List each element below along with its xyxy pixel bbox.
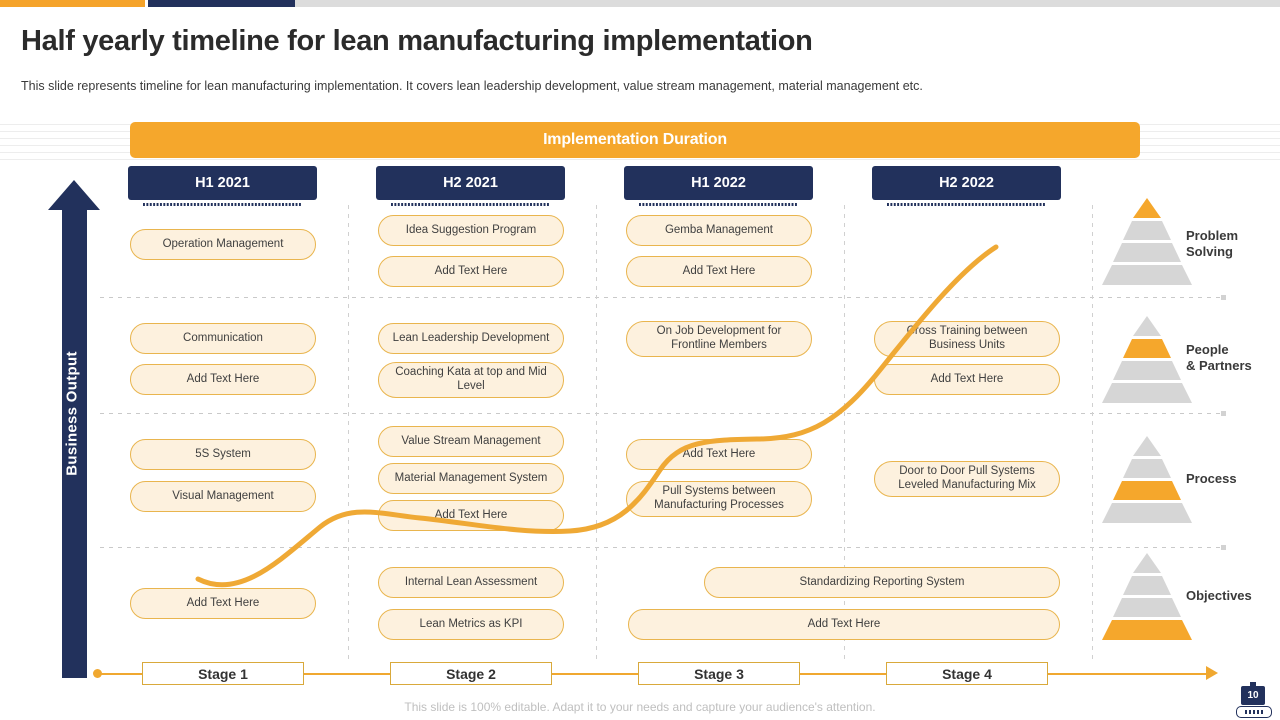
pyramid-label-problem-solving: Problem Solving (1186, 228, 1238, 260)
period-underline-h2-2021 (391, 203, 550, 206)
arrow-head-icon (48, 180, 100, 210)
task-pill[interactable]: Value Stream Management (378, 426, 564, 457)
period-header-label: H2 2022 (939, 175, 994, 191)
task-pill[interactable]: Gemba Management (626, 215, 812, 246)
task-pill[interactable]: Add Text Here (130, 364, 316, 395)
task-pill[interactable]: Operation Management (130, 229, 316, 260)
period-underline-h1-2022 (639, 203, 798, 206)
row-divider-2 (100, 411, 1226, 416)
top-accent-bars (0, 0, 1280, 7)
period-underline-h1-2021 (143, 203, 302, 206)
task-pill[interactable]: Idea Suggestion Program (378, 215, 564, 246)
pyramid-label-line2: & Partners (1186, 357, 1252, 373)
task-pill[interactable]: Lean Metrics as KPI (378, 609, 564, 640)
column-divider-4 (1092, 205, 1093, 660)
accent-bar-orange (0, 0, 145, 7)
period-header-label: H1 2021 (195, 175, 250, 191)
pyramid-label-people-partners: People & Partners (1186, 342, 1252, 374)
period-header-label: H2 2021 (443, 175, 498, 191)
divider-end-dot (1221, 545, 1226, 550)
page-subtitle: This slide represents timeline for lean … (21, 79, 923, 93)
stage-box-3[interactable]: Stage 3 (638, 662, 800, 685)
task-pill[interactable]: On Job Development for Frontline Members (626, 321, 812, 357)
pyramid-icon-problem-solving (1095, 196, 1199, 288)
accent-bar-gap (145, 0, 148, 7)
stage-box-2[interactable]: Stage 2 (390, 662, 552, 685)
task-pill[interactable]: Internal Lean Assessment (378, 567, 564, 598)
period-header-h2-2022[interactable]: H2 2022 (872, 166, 1061, 200)
stage-label: Stage 4 (942, 665, 992, 682)
divider-end-dot (1221, 295, 1226, 300)
pyramid-label-process: Process (1186, 471, 1237, 487)
divider-end-dot (1221, 411, 1226, 416)
column-divider-2 (596, 205, 597, 660)
task-pill[interactable]: Communication (130, 323, 316, 354)
implementation-duration-banner: Implementation Duration (130, 122, 1140, 158)
pyramid-label-line2: Solving (1186, 243, 1233, 259)
task-pill[interactable]: Material Management System (378, 463, 564, 494)
column-divider-1 (348, 205, 349, 660)
badge-base-icon (1236, 706, 1272, 718)
pyramid-icon-people-partners (1095, 314, 1199, 406)
pyramid-label-line1: People (1186, 342, 1229, 357)
stage-label: Stage 1 (198, 665, 248, 682)
stage-label: Stage 2 (446, 665, 496, 682)
page-title: Half yearly timeline for lean manufactur… (21, 25, 813, 57)
task-pill[interactable]: Add Text Here (874, 364, 1060, 395)
task-pill[interactable]: Add Text Here (626, 256, 812, 287)
stage-box-1[interactable]: Stage 1 (142, 662, 304, 685)
task-pill[interactable]: Coaching Kata at top and Mid Level (378, 362, 564, 398)
accent-bar-navy (148, 0, 295, 7)
task-pill-wide[interactable]: Add Text Here (628, 609, 1060, 640)
arrow-shaft (62, 206, 87, 678)
task-pill[interactable]: Add Text Here (130, 588, 316, 619)
stage-label: Stage 3 (694, 665, 744, 682)
task-pill-wide[interactable]: Standardizing Reporting System (704, 567, 1060, 598)
task-pill[interactable]: Cross Training between Business Units (874, 321, 1060, 357)
task-pill[interactable]: Add Text Here (378, 500, 564, 531)
pyramid-label-line1: Objectives (1186, 588, 1252, 603)
duration-banner-label: Implementation Duration (543, 131, 727, 148)
period-header-h1-2021[interactable]: H1 2021 (128, 166, 317, 200)
period-header-h2-2021[interactable]: H2 2021 (376, 166, 565, 200)
task-pill[interactable]: Add Text Here (626, 439, 812, 470)
business-output-axis: Business Output (48, 180, 100, 678)
period-header-h1-2022[interactable]: H1 2022 (624, 166, 813, 200)
badge-tab-icon (1250, 682, 1256, 687)
page-number: 10 (1241, 686, 1265, 705)
row-divider-1 (100, 295, 1226, 300)
period-header-label: H1 2022 (691, 175, 746, 191)
task-pill[interactable]: Lean Leadership Development (378, 323, 564, 354)
accent-bar-grey (295, 0, 1280, 7)
row-divider-3 (100, 545, 1226, 550)
task-pill[interactable]: Visual Management (130, 481, 316, 512)
timeline-arrow-icon (1206, 666, 1218, 680)
pyramid-label-objectives: Objectives (1186, 588, 1252, 604)
stage-box-4[interactable]: Stage 4 (886, 662, 1048, 685)
pyramid-icon-process (1095, 434, 1199, 526)
task-pill[interactable]: Pull Systems between Manufacturing Proce… (626, 481, 812, 517)
footer-note: This slide is 100% editable. Adapt it to… (404, 700, 876, 714)
page-number-badge: 10 (1236, 682, 1272, 718)
pyramid-label-line1: Problem (1186, 228, 1239, 243)
timeline-start-dot (93, 669, 102, 678)
business-output-label: Business Output (63, 351, 81, 476)
period-underline-h2-2022 (887, 203, 1046, 206)
task-pill[interactable]: Door to Door Pull Systems Leveled Manufa… (874, 461, 1060, 497)
pyramid-label-line1: Process (1186, 471, 1237, 486)
task-pill[interactable]: 5S System (130, 439, 316, 470)
task-pill[interactable]: Add Text Here (378, 256, 564, 287)
pyramid-icon-objectives (1095, 551, 1199, 643)
